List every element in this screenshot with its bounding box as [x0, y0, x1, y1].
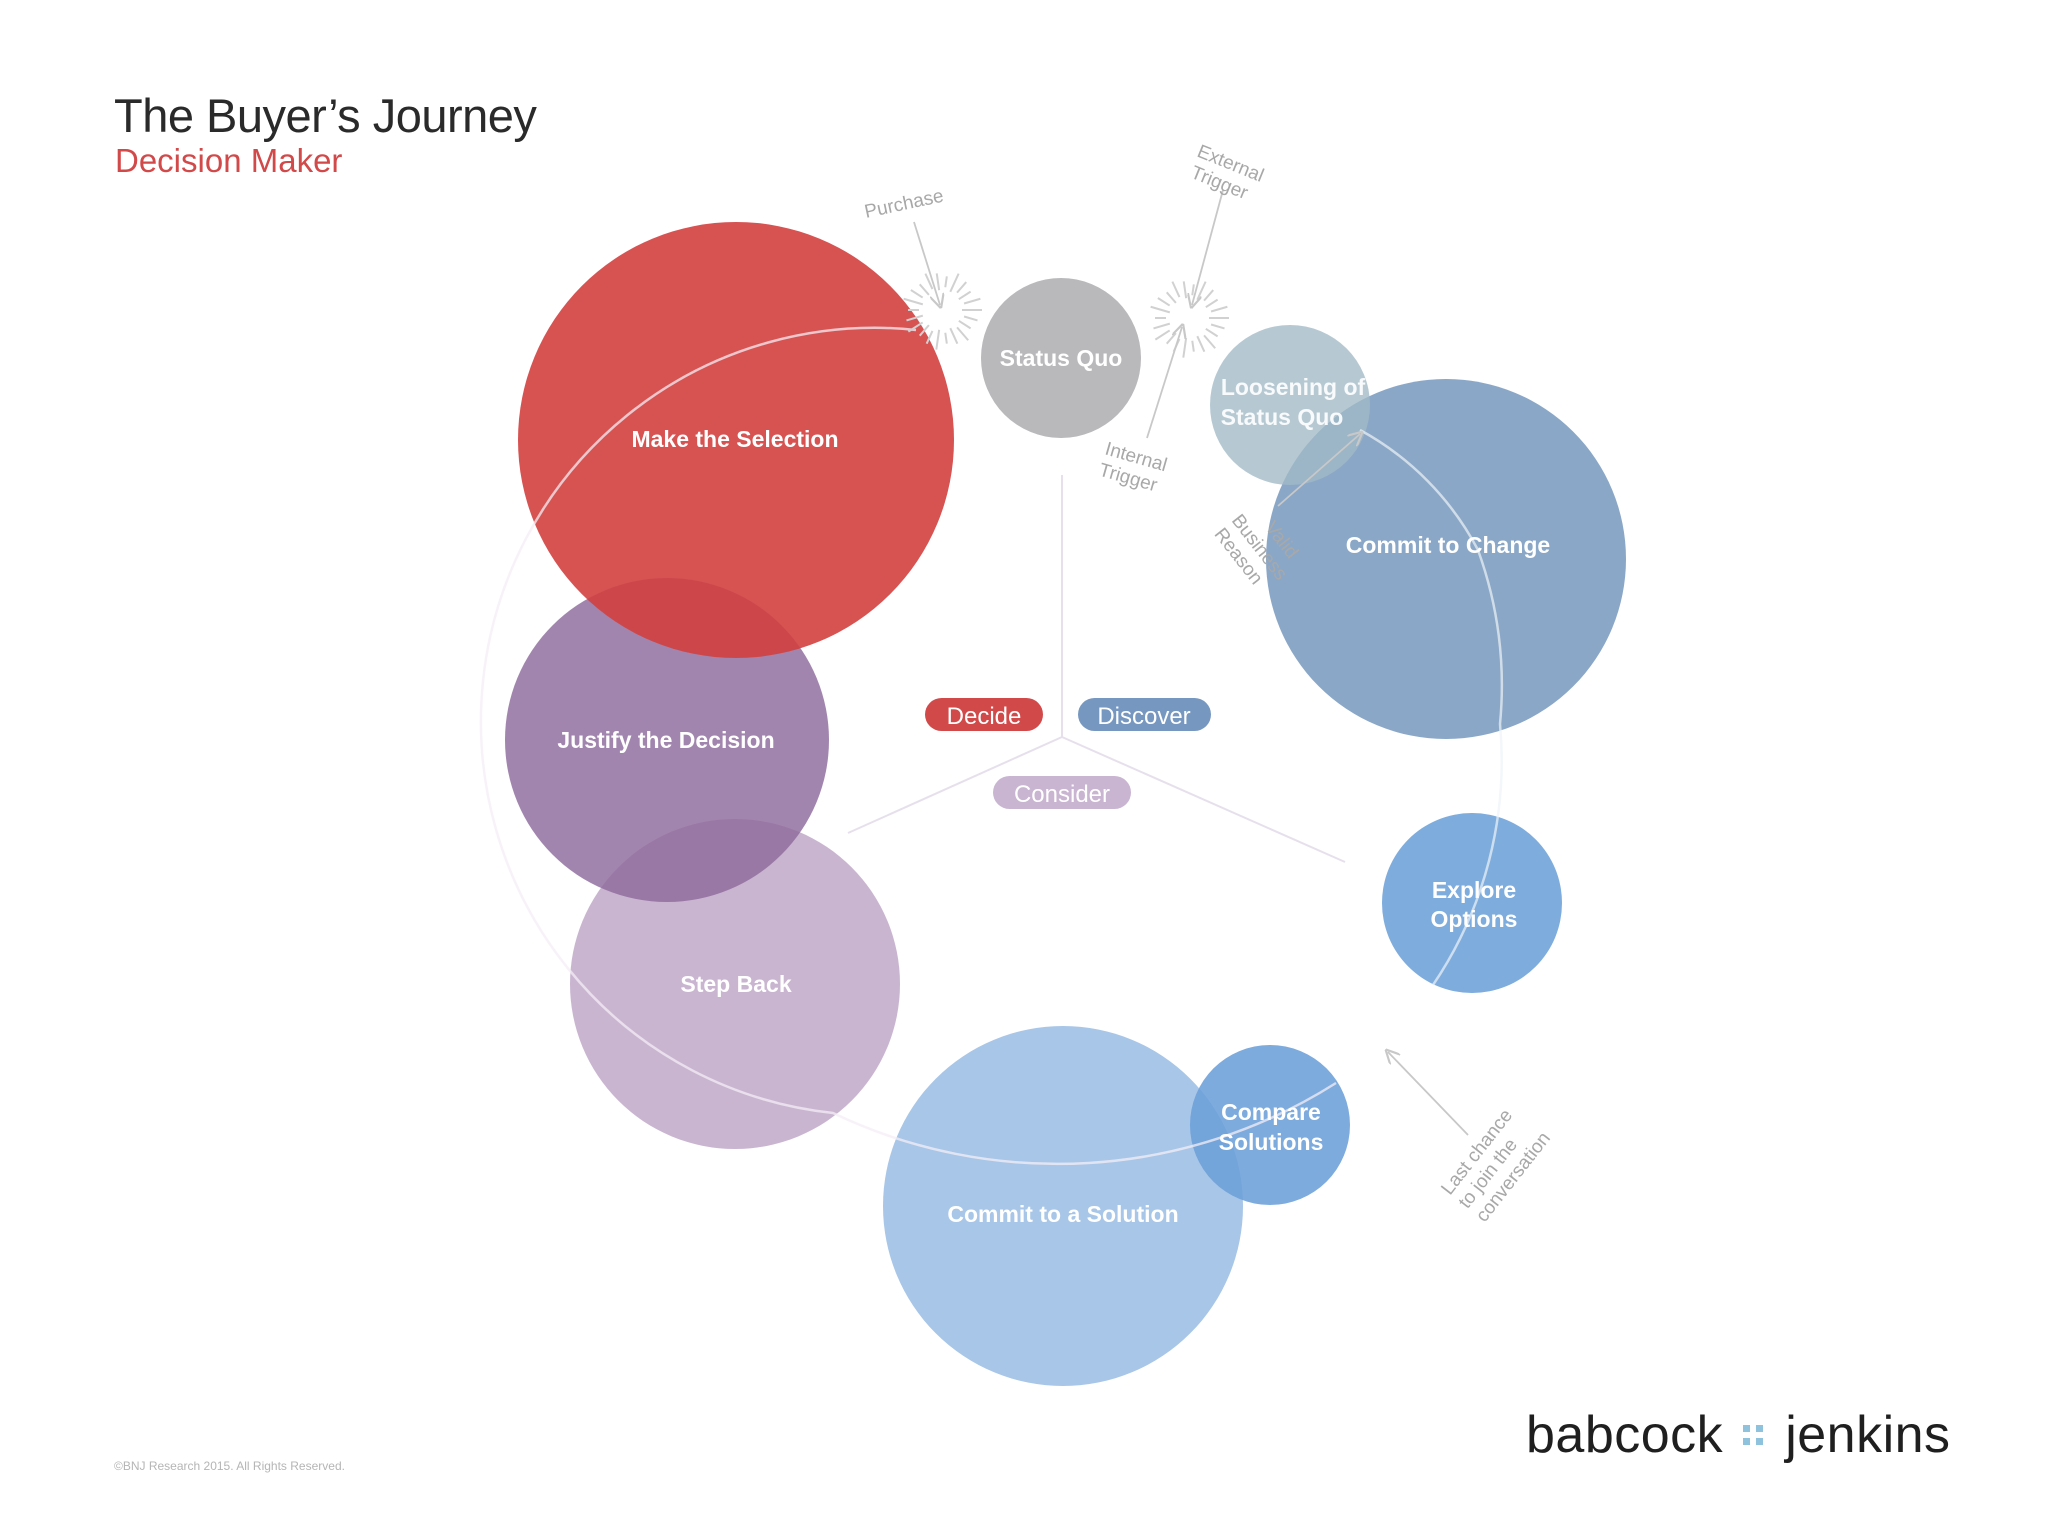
burst-ray — [1165, 332, 1177, 345]
commit-change-label: Commit to Change — [1346, 532, 1550, 558]
status-quo-circle — [981, 278, 1141, 438]
loosening-label-line1: Loosening of — [1221, 374, 1366, 400]
stage-labels: Make the Selection Status Quo Loosening … — [557, 345, 1550, 1227]
burst-ray — [1191, 284, 1195, 296]
burst-ray — [910, 289, 924, 299]
make-selection-label: Make the Selection — [631, 426, 838, 452]
step-back-label: Step Back — [680, 971, 791, 997]
commit-to-change-circle — [1266, 379, 1626, 739]
burst-ray — [958, 319, 972, 330]
phase-discover-label: Discover — [1097, 703, 1190, 730]
burst-ray — [949, 273, 960, 293]
journey-arc — [479, 326, 1337, 1166]
burst-ray — [918, 283, 930, 296]
burst-ray — [1196, 335, 1206, 353]
burst-ray — [1205, 327, 1219, 338]
burst-ray — [1182, 281, 1188, 299]
burst-ray — [1203, 289, 1214, 302]
brand-dots-icon — [1743, 1425, 1764, 1445]
burst-ray — [1203, 334, 1216, 349]
step-back-circle — [570, 819, 900, 1149]
loosening-label-line2: Status Quo — [1221, 404, 1344, 430]
burst-ray — [956, 281, 967, 294]
burst-ray — [1210, 323, 1225, 330]
burst-ray — [1205, 298, 1219, 309]
burst-ray — [935, 273, 941, 291]
burst-ray — [956, 326, 969, 341]
brand-logo: babcock jenkins — [1526, 1400, 1951, 1470]
loosening-circle — [1210, 325, 1370, 485]
phase-badge-decide: Decide — [925, 698, 1043, 731]
burst-ray — [963, 297, 981, 305]
journey-arc-right — [1359, 428, 1504, 986]
compare-label-line2: Solutions — [1219, 1129, 1324, 1155]
burst-ray — [944, 276, 948, 288]
burst-ray — [1165, 291, 1177, 304]
burst-ray — [903, 297, 924, 306]
purchase-burst-icon — [903, 273, 982, 350]
burst-ray — [958, 290, 972, 301]
burst-ray — [963, 315, 978, 322]
commit-solution-label: Commit to a Solution — [947, 1201, 1178, 1227]
burst-ray — [944, 332, 948, 344]
brand-name-left: babcock — [1526, 1406, 1724, 1464]
burst-ray — [1157, 297, 1171, 307]
commit-solution-circle — [883, 1026, 1243, 1386]
justify-decision-circle — [505, 578, 829, 902]
explore-label-line2: Options — [1431, 906, 1518, 932]
purchase-label: Purchase — [863, 186, 946, 223]
burst-ray — [907, 321, 924, 333]
phase-badge-consider: Consider — [993, 776, 1131, 809]
burst-ray — [1196, 281, 1207, 301]
phase-consider-label: Consider — [1014, 781, 1110, 808]
phase-divider-lines — [847, 475, 1346, 863]
burst-ray — [1154, 329, 1171, 341]
status-quo-label: Status Quo — [1000, 345, 1123, 371]
brand-name-right: jenkins — [1785, 1406, 1951, 1464]
compare-solutions-circle — [1190, 1045, 1350, 1205]
explore-label-line1: Explore — [1432, 877, 1516, 903]
burst-ray — [1171, 281, 1181, 298]
burst-ray — [1182, 337, 1188, 358]
trigger-burst-icon — [1150, 281, 1229, 358]
annotation-arrows — [913, 189, 1469, 1136]
burst-ray — [1153, 322, 1171, 330]
burst-ray — [906, 314, 924, 322]
compare-label-line1: Compare — [1221, 1099, 1321, 1125]
burst-ray — [918, 324, 930, 337]
burst-ray — [1191, 340, 1195, 352]
burst-ray — [925, 330, 934, 345]
explore-options-circle — [1382, 813, 1562, 993]
make-selection-circle — [518, 222, 954, 658]
diagram-subtitle: Decision Maker — [115, 142, 343, 179]
burst-ray — [924, 273, 934, 290]
copyright-notice: ©BNJ Research 2015. All Rights Reserved. — [114, 1459, 345, 1473]
burst-ray — [1150, 305, 1171, 314]
phase-badge-discover: Discover — [1078, 698, 1211, 731]
diagram-title: The Buyer’s Journey — [114, 89, 537, 142]
burst-ray — [1210, 305, 1228, 313]
justify-label: Justify the Decision — [557, 727, 774, 753]
phase-decide-label: Decide — [947, 703, 1022, 730]
burst-ray — [949, 327, 959, 345]
burst-ray — [935, 329, 941, 350]
